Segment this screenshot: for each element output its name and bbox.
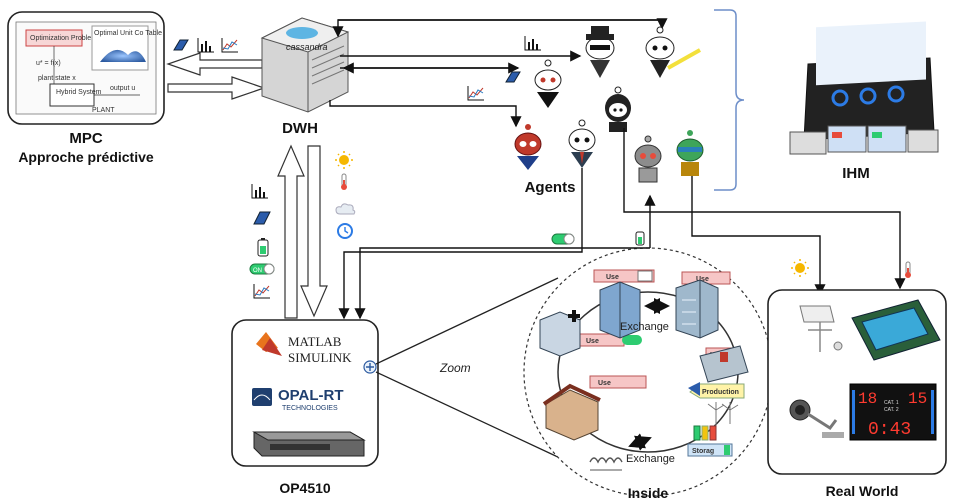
op4510-title: OP4510 (279, 480, 331, 496)
sun-icon (791, 259, 809, 277)
inside-agent-connectors (338, 128, 906, 320)
thermometer-icon (905, 261, 911, 278)
matlab-label: MATLAB (288, 334, 342, 349)
tower-building-icon (675, 279, 719, 339)
agent-spy-icon (585, 26, 615, 78)
mpc-dwh-hollow-arrows (166, 52, 266, 100)
ihm-screens (789, 21, 939, 155)
switch-icon: ON (249, 263, 275, 275)
score-time: 0:43 (868, 420, 911, 440)
solar-panel-icon (505, 71, 521, 83)
house-icon (542, 383, 601, 441)
battery-icon (257, 238, 269, 257)
scoreboard-display: 18 15 CAT. 1 CAT. 2 0:43 (849, 383, 937, 441)
agent-dark-icon (605, 86, 631, 132)
dwh-title: DWH (282, 120, 318, 137)
clock-icon (337, 223, 353, 239)
exchange-label-2: Exchange (626, 453, 675, 465)
agent-robot-icon (634, 135, 662, 183)
thermometer-icon (341, 173, 347, 190)
inside-node: Use Use Use Use Use (523, 247, 773, 497)
svg-text:Use: Use (696, 276, 709, 283)
svg-text:Production: Production (702, 389, 739, 396)
bar-chart-icon (524, 36, 541, 51)
cloud-icon (335, 203, 356, 215)
cat2-label: CAT. 2 (884, 407, 899, 413)
lcd-board-icon (851, 299, 941, 361)
battery-icon (635, 231, 645, 246)
bar-chart-icon (251, 184, 268, 199)
wind-turbine-icon (707, 402, 739, 426)
use-label-2: Use (681, 271, 731, 285)
agent-jedi-icon (645, 26, 701, 78)
dwh-agent-connectors (329, 18, 668, 128)
dwh-db-label: cassandra (286, 42, 328, 52)
switch-icon (551, 233, 575, 245)
line-chart-icon (221, 38, 238, 53)
svg-text:Use: Use (586, 338, 599, 345)
agent-spider-icon (514, 124, 542, 170)
real-world-node: 18 15 CAT. 1 CAT. 2 0:43 (767, 289, 947, 475)
zoom-lines (375, 277, 561, 459)
svg-text:Use: Use (606, 274, 619, 281)
agent-business-icon (568, 119, 596, 168)
svg-text:Use: Use (598, 380, 611, 387)
mpc-cost-label: Optimal Unit Co Table (94, 30, 162, 37)
bar-chart-icon (197, 38, 214, 53)
inside-title: Inside (628, 485, 669, 501)
office-building-icon (599, 281, 641, 339)
storage-label: Storag (687, 443, 733, 457)
exchange-label-1: Exchange (620, 321, 669, 333)
ihm-title: IHM (842, 165, 870, 182)
svg-text:Storag: Storag (692, 448, 714, 455)
mpc-opt-label: Optimization Problem (30, 35, 97, 42)
agents-bracket (714, 9, 745, 191)
agent-suit-icon (534, 59, 562, 108)
mpc-eq-label: u* = f(x) (36, 60, 61, 67)
score-left: 18 (858, 390, 877, 408)
agent-turtle-icon (676, 130, 704, 176)
simulink-label: SIMULINK (288, 350, 352, 365)
mpc-hybrid-label: Hybrid System (56, 89, 102, 96)
mpc-plant-label: PLANT (92, 107, 115, 114)
use-label-1: Use (593, 269, 655, 283)
production-label: Production (688, 382, 745, 399)
dwh-server: cassandra (260, 17, 350, 113)
surface-plot-icon (100, 49, 146, 62)
cat1-label: CAT. 1 (884, 400, 899, 406)
op4510-device (252, 431, 366, 457)
agents-title: Agents (525, 179, 576, 196)
switch-on-label: ON (253, 268, 262, 274)
op4510-node: MATLAB SIMULINK OPAL-RT TECHNOLOGIES (231, 319, 379, 467)
camera-icon (789, 399, 844, 438)
score-right: 15 (908, 390, 927, 408)
eye-icon (286, 27, 318, 39)
use-label-3: Use (571, 333, 642, 347)
mpc-output-label: output u (110, 85, 135, 92)
mpc-plant-state-label: plant state x (38, 75, 76, 82)
use-label-5: Use (589, 375, 647, 389)
agents-group (514, 26, 704, 183)
transformer-icon (589, 457, 623, 464)
factory-icon (699, 345, 749, 383)
zoom-label: Zoom (439, 361, 471, 375)
mpc-node: Optimization Problem Optimal Unit Co Tab… (7, 11, 165, 125)
battery-pack-icon (693, 425, 717, 441)
mpc-subtitle: Approche prédictive (18, 149, 154, 165)
dwh-op-hollow-arrows (277, 144, 328, 319)
real-world-title: Real World (826, 483, 899, 499)
sun-icon (335, 151, 353, 169)
solar-panel-icon (253, 211, 271, 225)
solar-panel-icon (173, 39, 189, 51)
mpc-title: MPC (69, 130, 103, 147)
hospital-icon (539, 310, 581, 357)
opal-label: OPAL-RT (278, 387, 344, 404)
line-chart-icon (467, 86, 484, 101)
line-chart-icon (253, 284, 270, 299)
weather-sensor-icon (799, 305, 843, 352)
opal-sub-label: TECHNOLOGIES (282, 405, 338, 412)
opal-logo-icon (252, 388, 272, 406)
